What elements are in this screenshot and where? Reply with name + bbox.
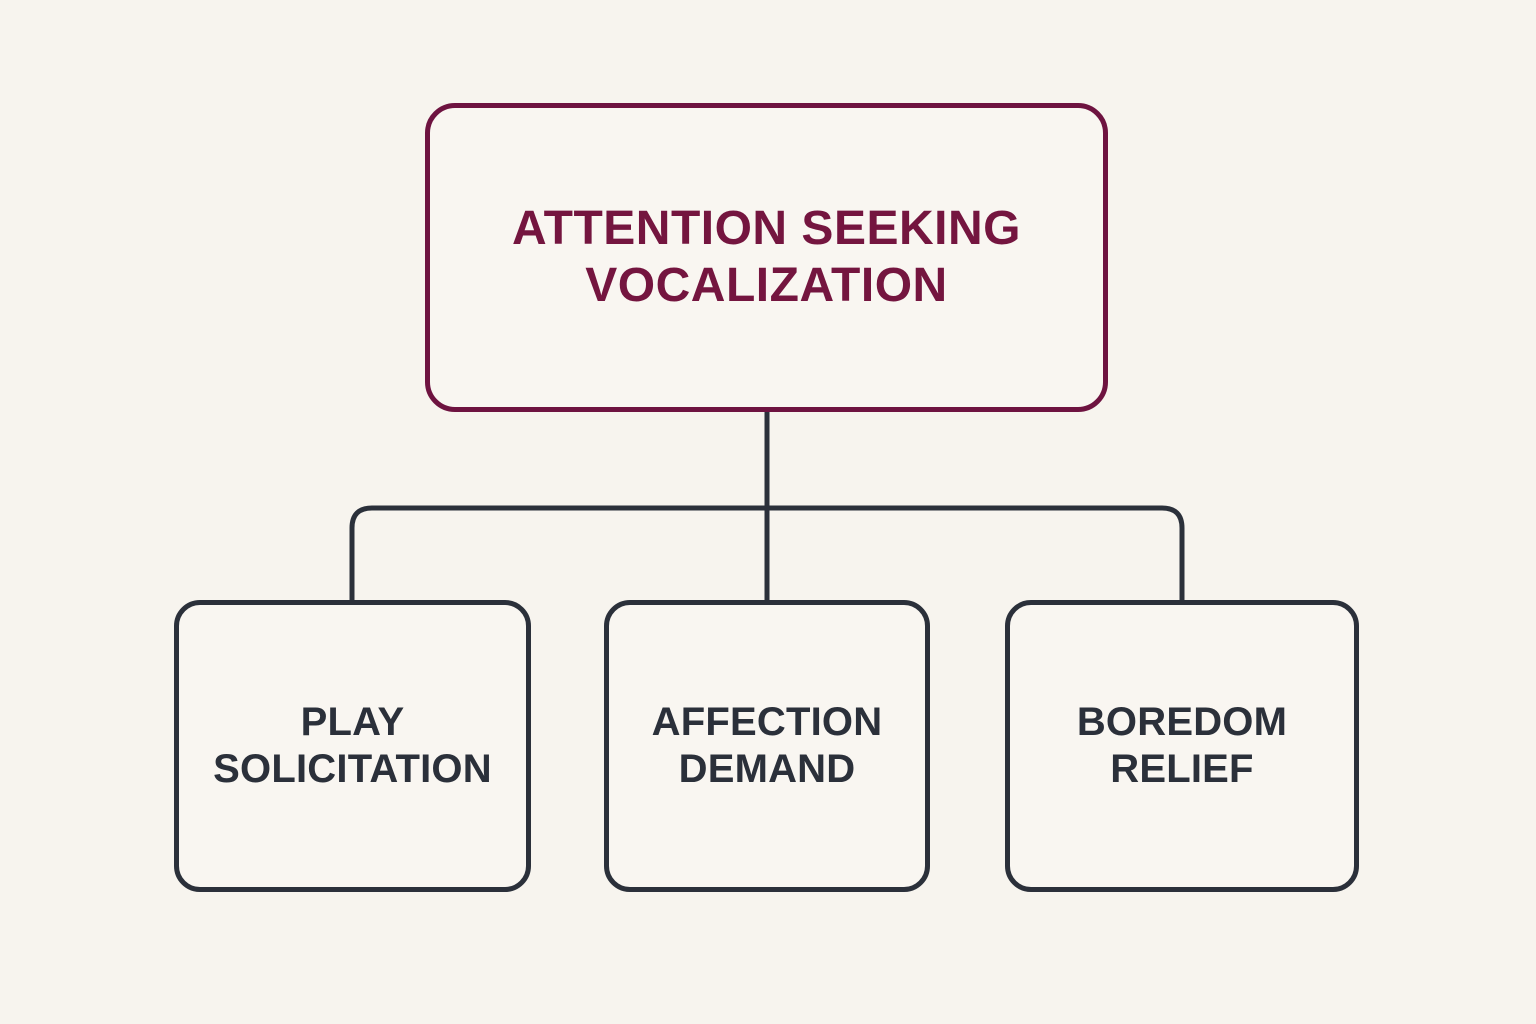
node-child-play-solicitation[interactable]: PLAY SOLICITATION (174, 600, 531, 892)
node-root-attention-seeking-vocalization[interactable]: ATTENTION SEEKING VOCALIZATION (425, 103, 1108, 412)
node-child-boredom-relief[interactable]: BOREDOM RELIEF (1005, 600, 1359, 892)
node-child-affection-demand[interactable]: AFFECTION DEMAND (604, 600, 930, 892)
node-child-label: BOREDOM RELIEF (1076, 699, 1288, 791)
node-child-label: AFFECTION DEMAND (651, 699, 883, 791)
node-root-label: ATTENTION SEEKING VOCALIZATION (512, 201, 1021, 312)
connector-bus-to-left-child (767, 505, 1185, 600)
connector-bus-to-right-child (349, 505, 767, 600)
node-child-label: PLAY SOLICITATION (213, 699, 492, 791)
